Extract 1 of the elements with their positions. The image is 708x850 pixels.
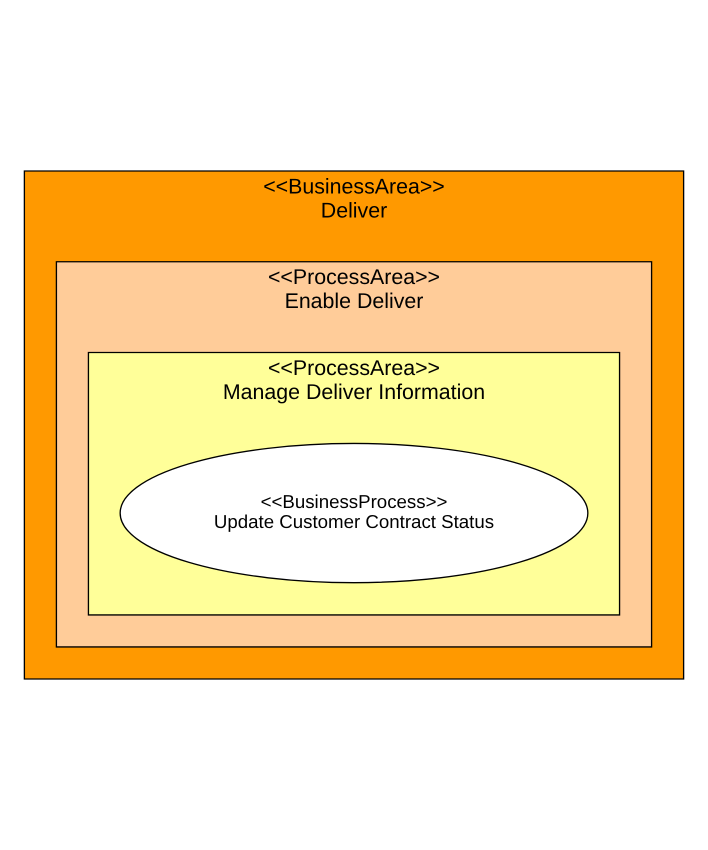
node-ellipse: <<BusinessProcess>> Update Customer Contract Status bbox=[120, 442, 588, 584]
